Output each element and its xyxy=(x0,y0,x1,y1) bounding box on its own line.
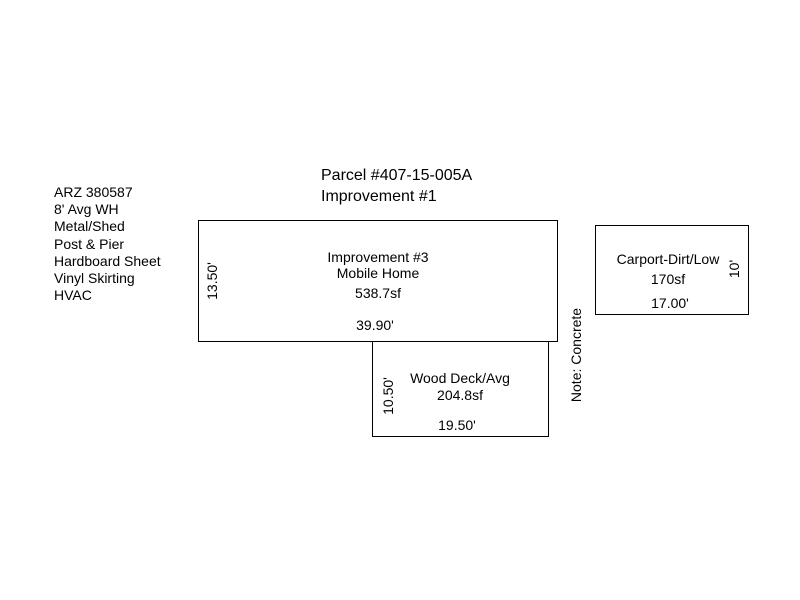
mobile-home-depth: 13.50' xyxy=(204,262,220,300)
carport-name: Carport-Dirt/Low xyxy=(616,251,720,267)
note-item: Post & Pier xyxy=(54,235,125,252)
note-item: 8' Avg WH xyxy=(54,201,119,218)
mobile-home-type: Mobile Home xyxy=(336,265,420,281)
wood-deck-name: Wood Deck/Avg xyxy=(410,370,510,386)
mobile-home-name: Improvement #3 xyxy=(327,249,429,265)
improvement-label: Improvement #1 xyxy=(321,188,437,205)
note-item: ARZ 380587 xyxy=(54,184,133,200)
mobile-home-width: 39.90' xyxy=(356,317,394,333)
mobile-home-outline xyxy=(198,220,558,342)
note-item: Metal/Shed xyxy=(54,218,125,235)
notes-list: ARZ 380587 8' Avg WH Metal/Shed Post & P… xyxy=(54,184,161,304)
note-item: Hardboard Sheet xyxy=(54,252,161,269)
carport-depth: 10' xyxy=(726,259,742,279)
wood-deck-depth: 10.50' xyxy=(380,377,396,415)
carport-width: 17.00' xyxy=(651,295,689,311)
carport-outline xyxy=(595,225,749,315)
parcel-number: Parcel #407-15-005A xyxy=(321,167,473,184)
mobile-home-area: 538.7sf xyxy=(355,285,401,301)
wood-deck-width: 19.50' xyxy=(438,417,476,433)
note-item: Vinyl Skirting xyxy=(54,270,135,287)
wood-deck-area: 204.8sf xyxy=(437,387,483,403)
parcel-title: Parcel #407-15-005A Improvement #1 xyxy=(321,165,472,207)
wood-deck-outline xyxy=(372,341,549,437)
concrete-note: Note: Concrete xyxy=(568,307,584,403)
carport-area: 170sf xyxy=(650,271,686,287)
note-item: HVAC xyxy=(54,287,92,304)
